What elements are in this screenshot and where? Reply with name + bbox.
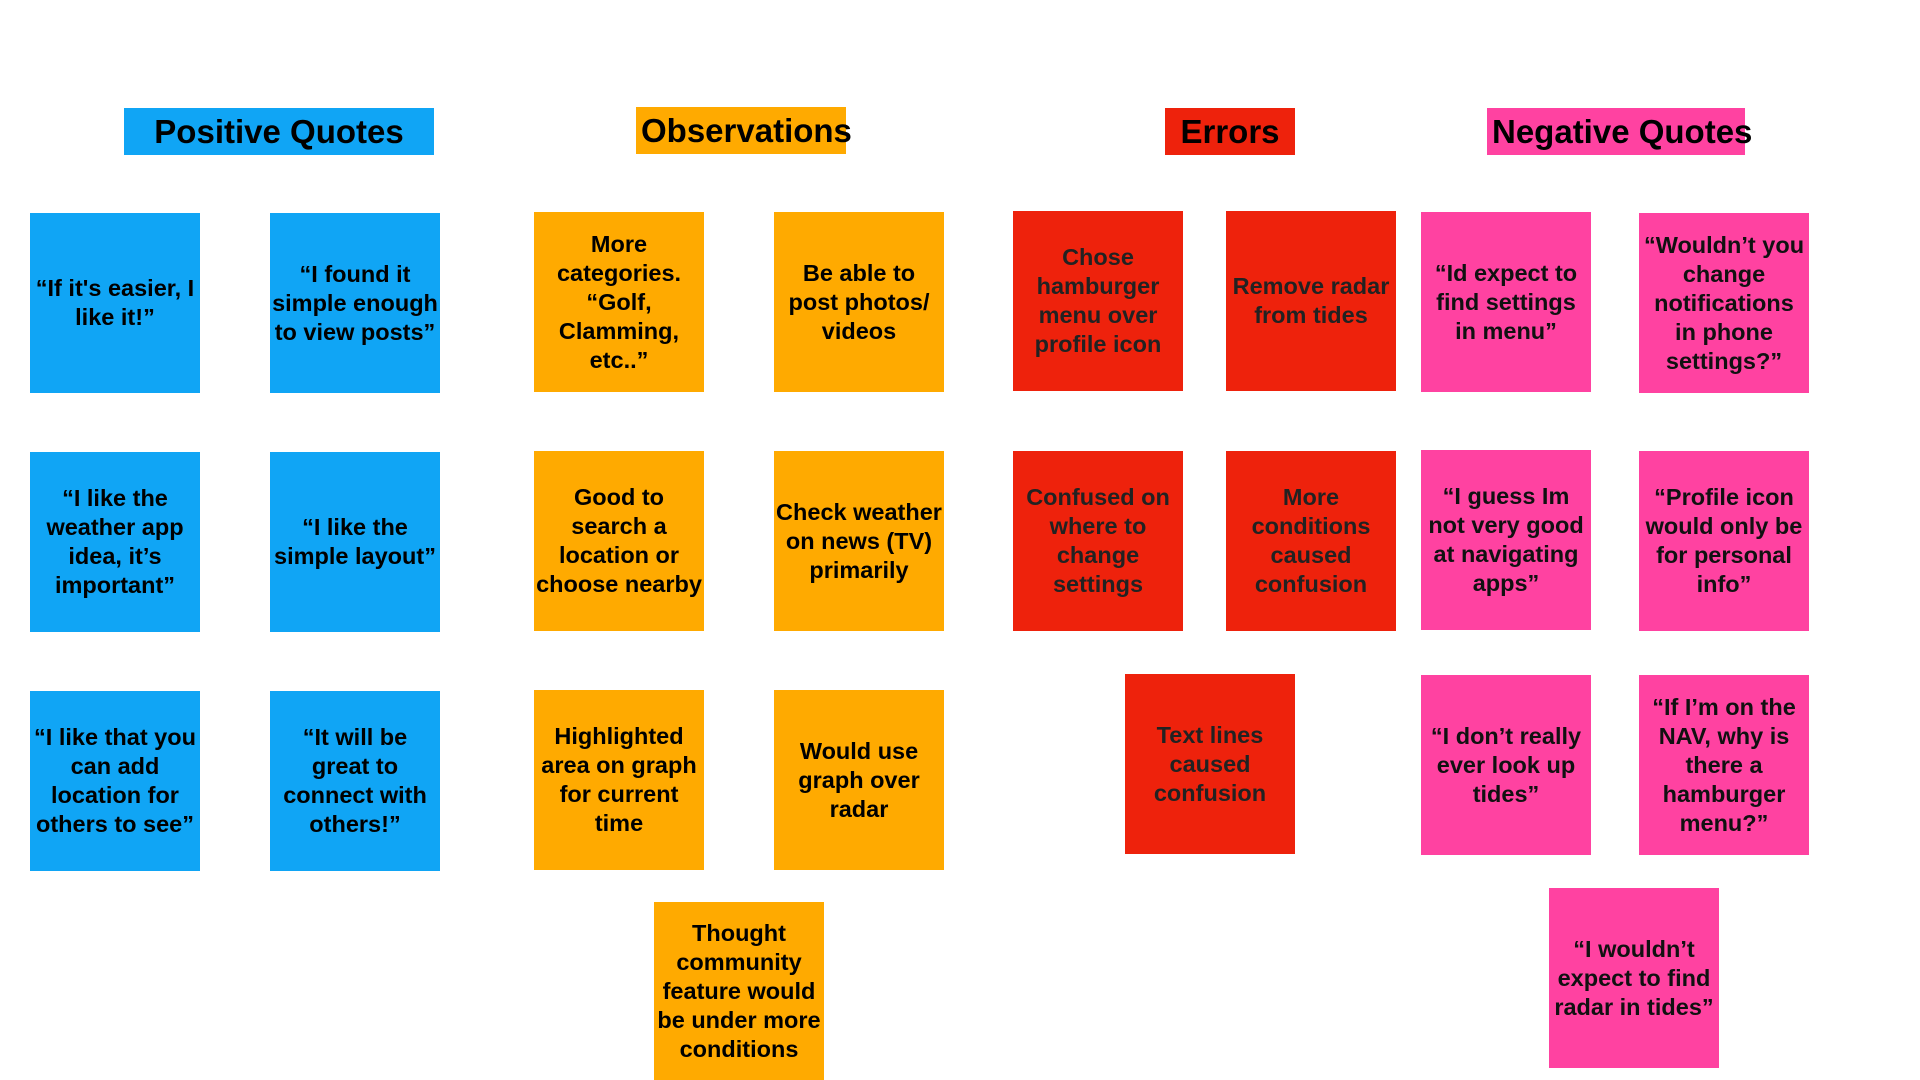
error-note-2: Remove radar from tides <box>1226 211 1396 391</box>
error-note-5: Text lines caused confusion <box>1125 674 1295 854</box>
error-note-1: Chose hamburger menu over profile icon <box>1013 211 1183 391</box>
observation-note-6: Would use graph over radar <box>774 690 944 870</box>
note-text: Would use graph over radar <box>798 737 920 822</box>
note-text: “Profile icon would only be for personal… <box>1645 484 1803 597</box>
note-text: Remove radar from tides <box>1232 273 1390 328</box>
note-text: “Wouldn’t you change notifications in ph… <box>1643 231 1805 374</box>
error-note-4: More conditions caused confusion <box>1226 451 1396 631</box>
negative-note-4: “Profile icon would only be for personal… <box>1639 451 1809 631</box>
negative-note-3: “I guess Im not very good at navigating … <box>1421 450 1591 630</box>
note-text: “If it's easier, I like it!” <box>35 275 195 330</box>
note-text: Good to search a location or choose near… <box>536 484 702 597</box>
positive-note-1: “If it's easier, I like it!” <box>30 213 200 393</box>
note-text: “I guess Im not very good at navigating … <box>1428 483 1584 596</box>
note-text: “I like that you can add location for ot… <box>34 724 196 837</box>
observation-note-1: More categories. “Golf, Clamming, etc..” <box>534 212 704 392</box>
positive-note-2: “I found it simple enough to view posts” <box>270 213 440 393</box>
note-text: Text lines caused confusion <box>1153 721 1267 806</box>
note-text: More categories. “Golf, Clamming, etc..” <box>556 230 682 373</box>
negative-note-7: “I wouldn’t expect to find radar in tide… <box>1549 888 1719 1068</box>
negative-note-1: “Id expect to find settings in menu” <box>1421 212 1591 392</box>
note-text: More conditions caused confusion <box>1251 484 1371 597</box>
observation-note-3: Good to search a location or choose near… <box>534 451 704 631</box>
negative-note-5: “I don’t really ever look up tides” <box>1421 675 1591 855</box>
note-text: “Id expect to find settings in menu” <box>1434 259 1578 344</box>
note-text: “If I’m on the NAV, why is there a hambu… <box>1652 693 1796 836</box>
observation-note-5: Highlighted area on graph for current ti… <box>534 690 704 870</box>
positive-note-3: “I like the weather app idea, it’s impor… <box>30 452 200 632</box>
note-text: “I like the weather app idea, it’s impor… <box>46 485 184 598</box>
note-text: Highlighted area on graph for current ti… <box>541 723 697 836</box>
note-text: Thought community feature would be under… <box>657 919 821 1062</box>
note-text: Confused on where to change settings <box>1026 484 1170 597</box>
negative-note-6: “If I’m on the NAV, why is there a hambu… <box>1639 675 1809 855</box>
note-text: Chose hamburger menu over profile icon <box>1034 244 1162 357</box>
observation-note-2: Be able to post photos/ videos <box>774 212 944 392</box>
note-text: Check weather on news (TV) primarily <box>776 498 942 583</box>
observation-note-4: Check weather on news (TV) primarily <box>774 451 944 631</box>
negative-note-2: “Wouldn’t you change notifications in ph… <box>1639 213 1809 393</box>
error-note-3: Confused on where to change settings <box>1013 451 1183 631</box>
note-text: “I found it simple enough to view posts” <box>272 260 438 345</box>
positive-quotes-heading: Positive Quotes <box>124 108 434 155</box>
positive-note-4: “I like the simple layout” <box>270 452 440 632</box>
positive-note-5: “I like that you can add location for ot… <box>30 691 200 871</box>
negative-quotes-heading: Negative Quotes <box>1487 108 1752 155</box>
observation-note-7: Thought community feature would be under… <box>654 902 824 1080</box>
note-text: “I like the simple layout” <box>274 514 436 569</box>
note-text: “It will be great to connect with others… <box>283 724 427 837</box>
note-text: Be able to post photos/ videos <box>788 259 930 344</box>
note-text: “I wouldn’t expect to find radar in tide… <box>1554 935 1714 1020</box>
note-text: “I don’t really ever look up tides” <box>1430 722 1582 807</box>
errors-heading: Errors <box>1165 108 1295 155</box>
positive-note-6: “It will be great to connect with others… <box>270 691 440 871</box>
observations-heading: Observations <box>636 107 852 154</box>
